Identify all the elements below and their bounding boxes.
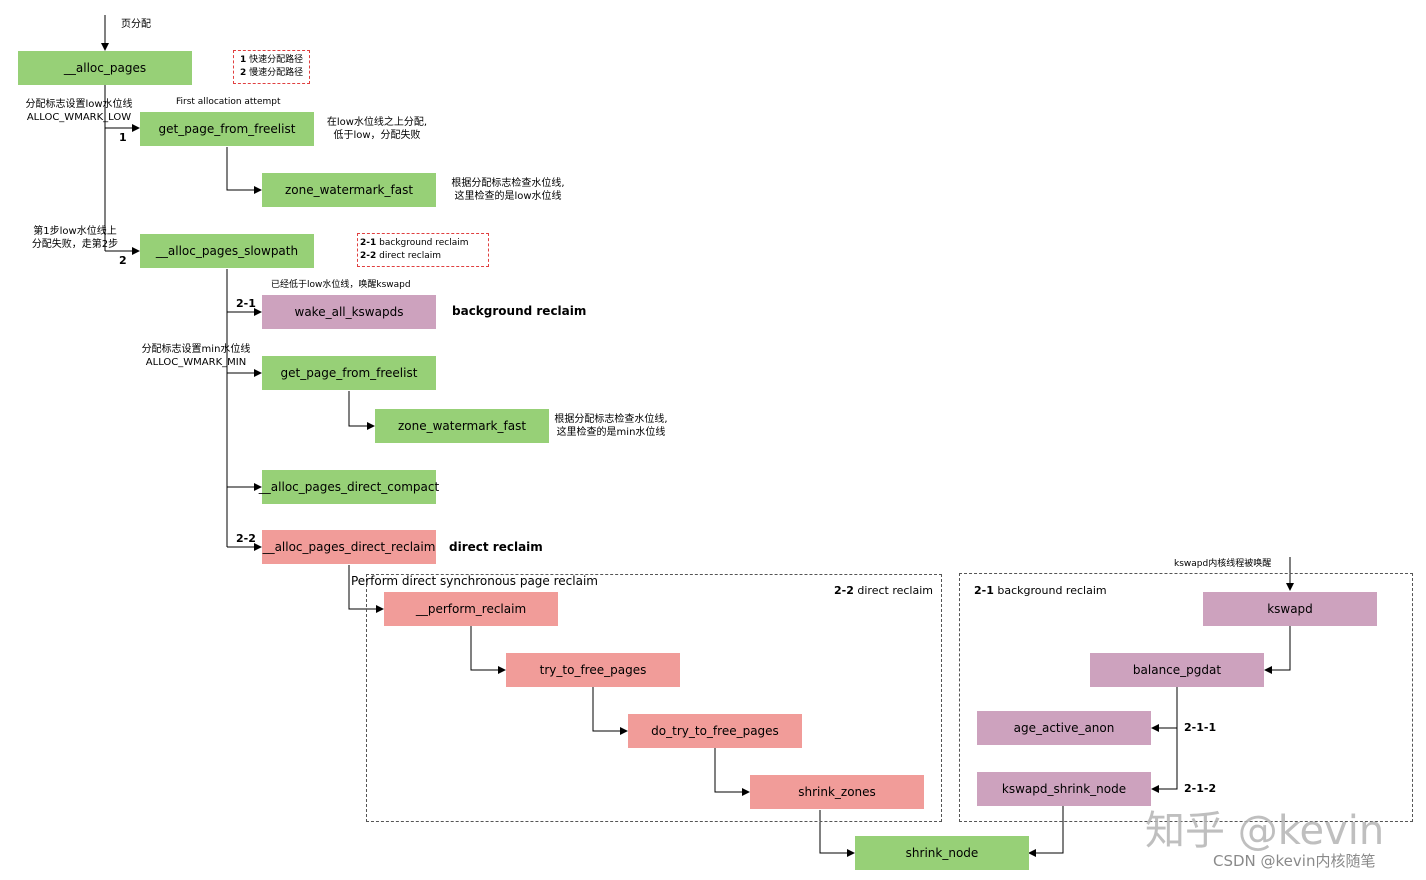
label-line: 这里检查的是min水位线 [556, 427, 666, 438]
below-low-label: 已经低于low水位线，唤醒kswapd [271, 280, 411, 290]
node-get-page-from-freelist-1[interactable]: get_page_from_freelist [140, 112, 314, 146]
label-line: 在low水位线之上分配, [326, 117, 428, 128]
legend-number: 1 [240, 55, 247, 65]
legend-number: 2 [240, 68, 247, 78]
direct-reclaim-label: direct reclaim [449, 540, 543, 554]
min-watermark-flag-label: 分配标志设置min水位线 ALLOC_WMARK_MIN [136, 343, 256, 369]
node-shrink-zones[interactable]: shrink_zones [750, 775, 924, 809]
legend-line-1: 1 快速分配路径 [240, 54, 303, 67]
page-alloc-label: 页分配 [121, 19, 151, 30]
legend-text: 慢速分配路径 [249, 68, 304, 78]
path-legend-note: 1 快速分配路径 2 慢速分配路径 [233, 50, 311, 84]
low-watermark-flag-label: 分配标志设置low水位线 ALLOC_WMARK_LOW [18, 98, 140, 124]
first-attempt-label: First allocation attempt [176, 97, 281, 107]
node-alloc-pages-slowpath[interactable]: __alloc_pages_slowpath [140, 234, 314, 268]
legend-line-2: 2-2 direct reclaim [360, 250, 482, 263]
node-alloc-pages[interactable]: __alloc_pages [18, 51, 192, 85]
background-reclaim-label: background reclaim [452, 304, 587, 318]
node-shrink-node[interactable]: shrink_node [855, 836, 1029, 870]
legend-text: background reclaim [379, 238, 469, 248]
check-low-label: 根据分配标志检查水位线, 这里检查的是low水位线 [442, 177, 574, 203]
node-kswapd[interactable]: kswapd [1203, 592, 1377, 626]
legend-line-1: 2-1 background reclaim [360, 237, 482, 250]
perform-sync-label: Perform direct synchronous page reclaim [351, 574, 598, 588]
direct-reclaim-region-title: 2-2 direct reclaim [834, 584, 933, 597]
node-alloc-pages-direct-reclaim[interactable]: __alloc_pages_direct_reclaim [262, 530, 436, 564]
node-get-page-from-freelist-2[interactable]: get_page_from_freelist [262, 356, 436, 390]
above-low-label: 在low水位线之上分配, 低于low，分配失败 [318, 116, 436, 142]
background-reclaim-region [959, 573, 1413, 822]
label-line: 分配失败，走第2步 [31, 239, 119, 250]
background-reclaim-region-title: 2-1 background reclaim [974, 584, 1107, 597]
label-line: 这里检查的是low水位线 [454, 191, 562, 202]
node-zone-watermark-fast-2[interactable]: zone_watermark_fast [375, 409, 549, 443]
node-alloc-pages-direct-compact[interactable]: __alloc_pages_direct_compact [259, 470, 439, 504]
legend-number: 2-2 [360, 251, 377, 261]
node-age-active-anon[interactable]: age_active_anon [977, 711, 1151, 745]
region-step-number: 2-1 [974, 584, 994, 597]
step-2-1-label: 2-1 [236, 297, 256, 310]
step-2-1-1-label: 2-1-1 [1184, 721, 1217, 734]
reclaim-legend-note: 2-1 background reclaim 2-2 direct reclai… [357, 233, 489, 267]
label-line: ALLOC_WMARK_LOW [26, 112, 132, 123]
step1-fail-label: 第1步low水位线上 分配失败，走第2步 [20, 225, 130, 251]
kswapd-wakeup-label: kswapd内核线程被唤醒 [1174, 559, 1272, 569]
label-line: ALLOC_WMARK_MIN [145, 357, 247, 368]
label-line: 根据分配标志检查水位线, [451, 178, 565, 189]
step-2-label: 2 [119, 254, 127, 267]
region-title-text: direct reclaim [857, 584, 933, 597]
node-do-try-to-free-pages[interactable]: do_try_to_free_pages [628, 714, 802, 748]
csdn-watermark: CSDN @kevin内核随笔 [1213, 852, 1376, 870]
label-line: 低于low，分配失败 [333, 130, 421, 141]
node-zone-watermark-fast-1[interactable]: zone_watermark_fast [262, 173, 436, 207]
node-balance-pgdat[interactable]: balance_pgdat [1090, 653, 1264, 687]
node-wake-all-kswapds[interactable]: wake_all_kswapds [262, 295, 436, 329]
label-line: 分配标志设置low水位线 [25, 99, 133, 110]
region-title-text: background reclaim [997, 584, 1107, 597]
region-step-number: 2-2 [834, 584, 854, 597]
label-line: 第1步low水位线上 [33, 226, 117, 237]
legend-text: direct reclaim [379, 251, 442, 261]
direct-reclaim-region [366, 574, 942, 822]
node-perform-reclaim[interactable]: __perform_reclaim [384, 592, 558, 626]
step-1-label: 1 [119, 131, 127, 144]
node-kswapd-shrink-node[interactable]: kswapd_shrink_node [977, 772, 1151, 806]
step-2-1-2-label: 2-1-2 [1184, 782, 1217, 795]
check-min-label: 根据分配标志检查水位线, 这里检查的是min水位线 [548, 413, 674, 439]
label-line: 根据分配标志检查水位线, [554, 414, 668, 425]
legend-text: 快速分配路径 [249, 55, 304, 65]
legend-line-2: 2 慢速分配路径 [240, 67, 303, 80]
legend-number: 2-1 [360, 238, 377, 248]
zhihu-watermark: 知乎 @kevin [1145, 808, 1385, 854]
label-line: 分配标志设置min水位线 [141, 344, 251, 355]
node-try-to-free-pages[interactable]: try_to_free_pages [506, 653, 680, 687]
step-2-2-label: 2-2 [236, 532, 256, 545]
